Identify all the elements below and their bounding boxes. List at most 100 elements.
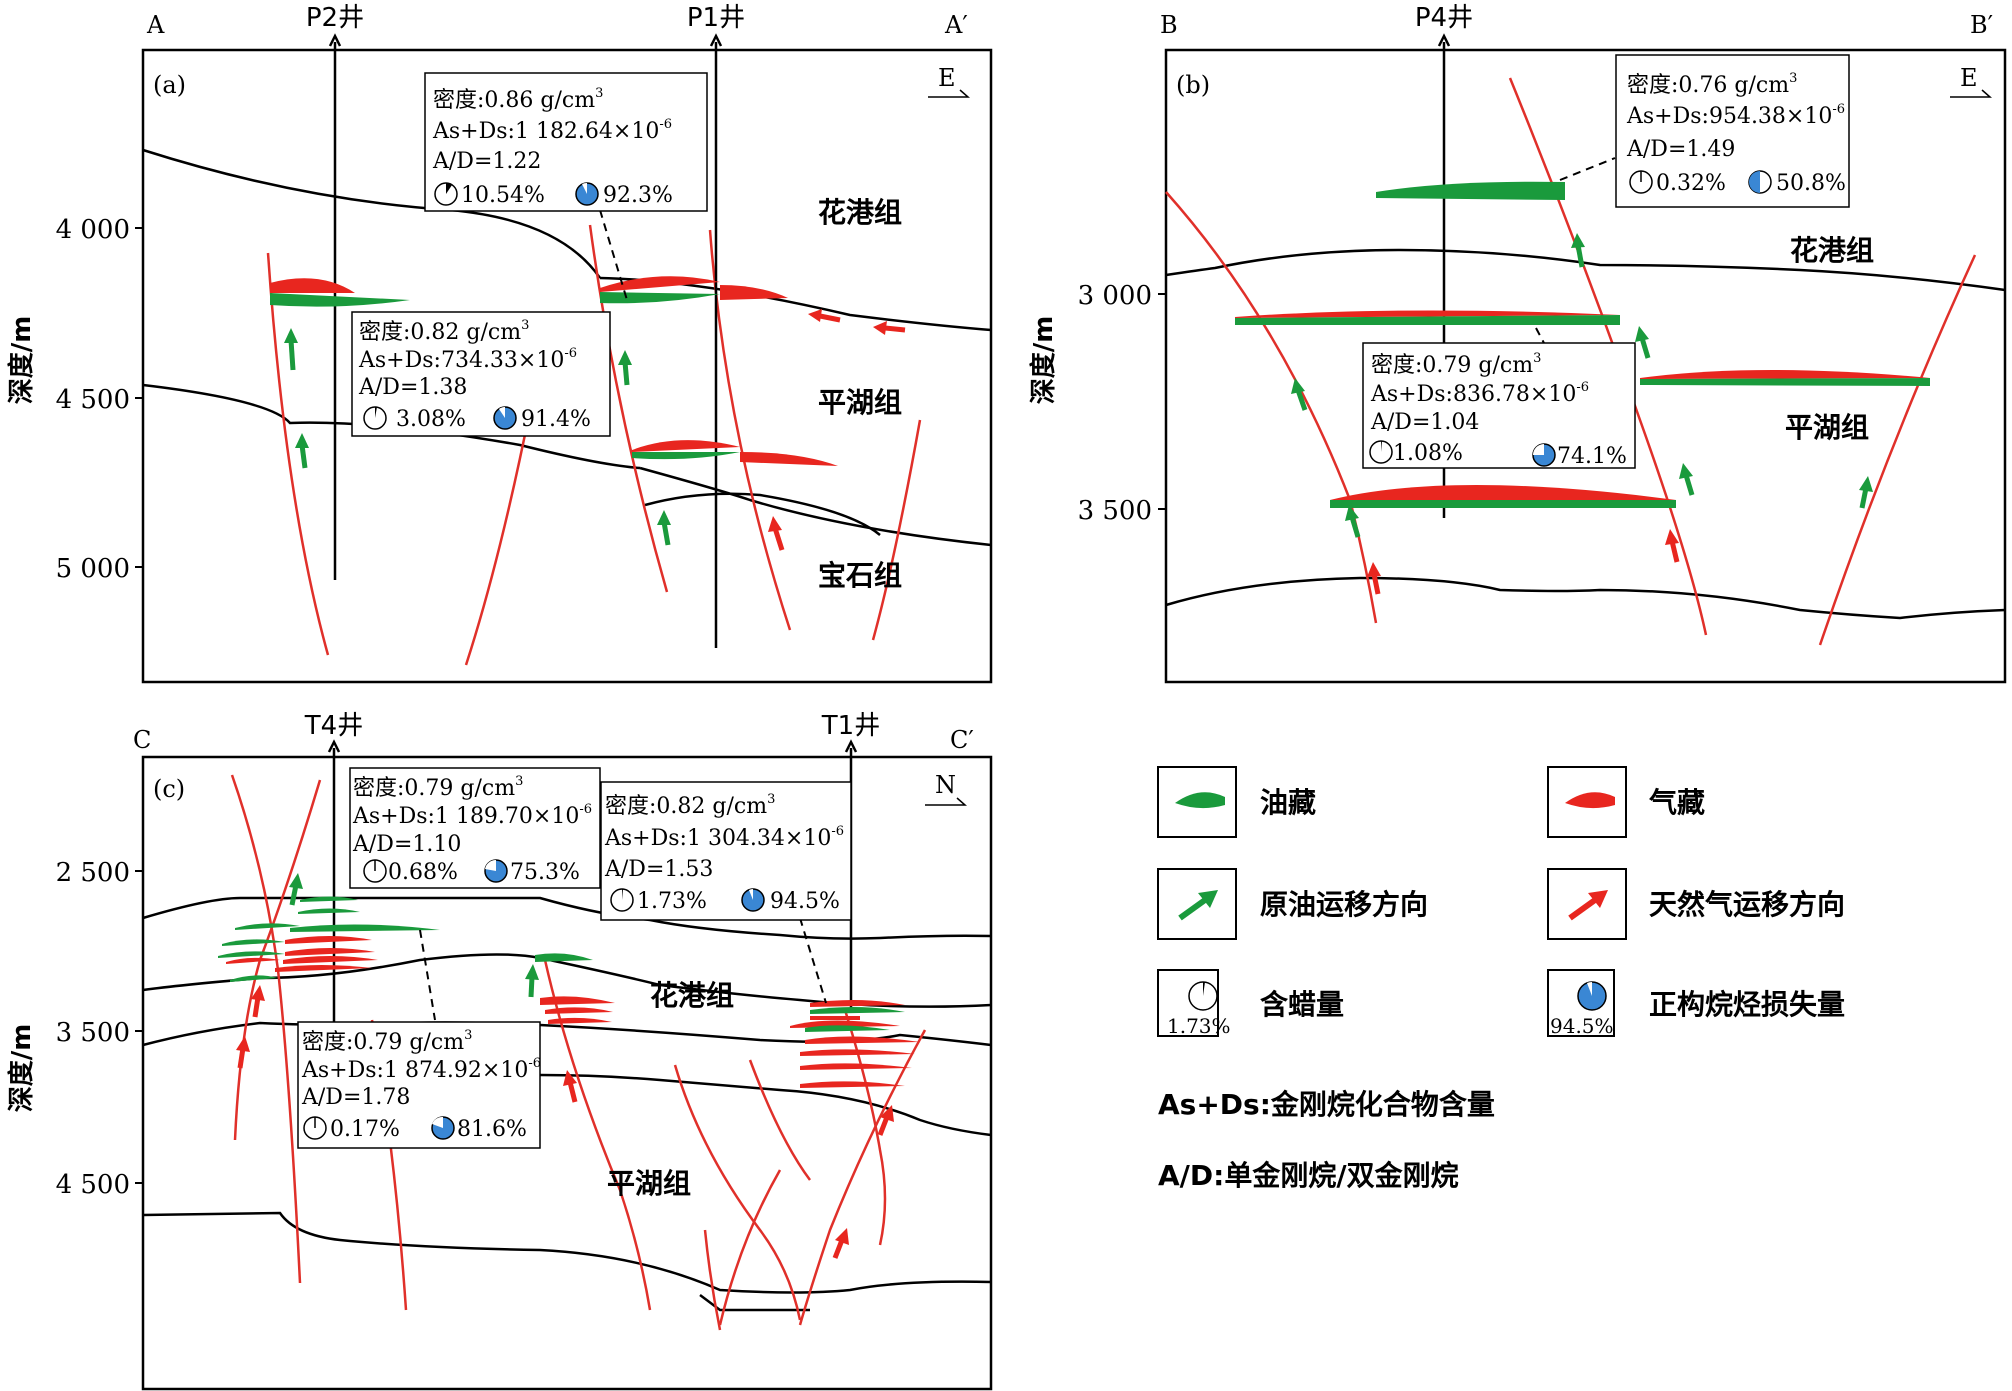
svg-text:0.17%: 0.17% [330,1117,400,1142]
svg-text:1.73%: 1.73% [637,889,707,914]
section-end-right: C′ [950,726,974,754]
svg-text:As+Ds:1 874.92×10-6: As+Ds:1 874.92×10-6 [301,1056,541,1083]
svg-text:密度:0.82 g/cm3: 密度:0.82 g/cm3 [605,792,775,819]
svg-text:密度:0.79 g/cm3: 密度:0.79 g/cm3 [302,1028,472,1055]
svg-text:81.6%: 81.6% [457,1117,527,1142]
panel-b: B B′ (b) E 深度/m 3 000 3 500 P4井 [1028,3,2007,684]
section-end-right: A′ [944,11,968,39]
legend-note: A/D:单金刚烷/双金刚烷 [1158,1159,1459,1192]
depth-axis-label: 深度/m [1028,316,1059,405]
svg-text:天然气运移方向: 天然气运移方向 [1649,888,1845,921]
svg-text:92.3%: 92.3% [603,183,673,208]
svg-text:A/D=1.78: A/D=1.78 [301,1085,410,1110]
oil-migration-arrow-icon [1345,505,1359,521]
formation-label: 平湖组 [818,386,902,419]
horizon-lines [1165,248,2006,620]
svg-text:As+Ds:954.38×10-6: As+Ds:954.38×10-6 [1626,102,1845,129]
migration-arrows [1291,233,1873,595]
direction-arrow-icon: N [925,771,967,806]
svg-text:A/D=1.22: A/D=1.22 [432,149,541,174]
svg-text:密度:0.82 g/cm3: 密度:0.82 g/cm3 [359,318,529,345]
section-end-left: B [1160,11,1178,39]
well-label-t1: T1井 [821,711,880,741]
svg-text:As+Ds:1 189.70×10-6: As+Ds:1 189.70×10-6 [352,802,592,829]
svg-text:94.5%: 94.5% [770,889,840,914]
reservoirs [218,896,920,1088]
info-box: 密度:0.79 g/cm3 As+Ds:1 874.92×10-6 A/D=1.… [297,1021,541,1149]
svg-text:A/D=1.38: A/D=1.38 [358,375,467,400]
depth-axis-label: 深度/m [6,1024,37,1113]
formation-label: 花港组 [1790,234,1874,267]
direction-arrow-icon: E [928,64,970,98]
info-box: 密度:0.79 g/cm3 As+Ds:1 189.70×10-6 A/D=1.… [349,767,601,889]
gas-migration-arrow-icon [873,321,887,335]
tick-label: 3 500 [56,1018,130,1048]
svg-text:75.3%: 75.3% [510,860,580,885]
migration-arrows [284,309,906,551]
svg-text:94.5%: 94.5% [1550,1014,1614,1038]
formation-label: 宝石组 [818,559,902,592]
gas-migration-arrow-icon [1665,529,1679,545]
gas-migration-arrow-icon [236,1036,250,1052]
svg-text:50.8%: 50.8% [1776,171,1846,196]
svg-text:74.1%: 74.1% [1557,444,1627,469]
section-end-right: B′ [1970,11,1993,39]
gas-migration-arrow-icon [1588,890,1608,908]
oil-migration-arrow-icon [289,873,303,889]
panel-tag: (a) [153,71,186,99]
gas-reservoir-icon [1565,792,1615,809]
oil-migration-arrow-icon [284,328,298,343]
gas-migration-arrow-icon [768,516,782,532]
oil-migration-arrow-icon [1859,476,1873,492]
gas-migration-arrow-icon [808,309,822,322]
oil-migration-arrow-icon [295,433,309,448]
tick-label: 4 500 [56,385,130,415]
svg-text:A/D=1.49: A/D=1.49 [1626,137,1735,162]
legend-item-oil-migration: 原油运移方向 [1157,868,1428,940]
oil-migration-arrow-icon [618,350,632,365]
gas-migration-arrow-icon [251,985,265,1001]
svg-text:含蜡量: 含蜡量 [1260,988,1344,1021]
tick-label: 3 500 [1078,496,1152,526]
oil-migration-arrow-icon [1571,233,1585,248]
legend-item-gas-migration: 天然气运移方向 [1547,868,1845,940]
gas-migration-arrow-icon [1367,562,1381,577]
svg-text:3.08%: 3.08% [396,407,466,432]
panel-a-frame [141,48,993,684]
info-box: 密度:0.82 g/cm3 As+Ds:734.33×10-6 A/D=1.38… [351,311,611,437]
svg-text:1.08%: 1.08% [1393,441,1463,466]
svg-text:As+Ds:836.78×10-6: As+Ds:836.78×10-6 [1370,380,1589,407]
svg-text:0.68%: 0.68% [388,860,458,885]
formation-label: 花港组 [650,979,734,1012]
formation-label: 平湖组 [1785,411,1869,444]
reservoirs [1235,181,1930,508]
svg-text:E: E [1960,64,1978,92]
oil-migration-arrow-icon [1291,378,1305,394]
svg-text:密度:0.79 g/cm3: 密度:0.79 g/cm3 [1371,351,1541,378]
oil-migration-arrow-icon [1635,326,1649,342]
svg-text:气藏: 气藏 [1648,786,1705,819]
info-box: 密度:0.79 g/cm3 As+Ds:836.78×10-6 A/D=1.04… [1362,342,1636,469]
section-end-left: A [146,11,165,39]
oil-migration-arrow-icon [525,964,539,980]
depth-axis-label: 深度/m [6,316,37,405]
svg-text:0.32%: 0.32% [1656,171,1726,196]
gas-migration-arrow-icon [880,1105,894,1122]
well-label-p1: P1井 [687,3,745,33]
legend-item-oil: 油藏 [1157,766,1316,838]
panel-tag: (c) [153,775,185,803]
gas-migration-arrow-icon [563,1070,577,1086]
panel-a: A A′ (a) E 深度/m 4 000 4 500 5 000 [6,3,993,684]
oil-reservoir-icon [1175,792,1225,809]
legend-item-loss: 94.5% 正构烷烃损失量 [1547,969,1845,1038]
formation-label: 花港组 [818,196,902,229]
formation-label: 平湖组 [607,1167,691,1200]
legend: 油藏 气藏 原油运移方向 天然气运移方向 1.73% 含蜡量 [1157,766,1845,1192]
svg-text:E: E [938,64,956,92]
tick-label: 2 500 [56,858,130,888]
svg-text:10.54%: 10.54% [461,183,545,208]
panel-c-frame [141,755,993,1391]
direction-arrow-icon: E [1950,64,1992,98]
gas-migration-arrow-icon [835,1228,849,1245]
